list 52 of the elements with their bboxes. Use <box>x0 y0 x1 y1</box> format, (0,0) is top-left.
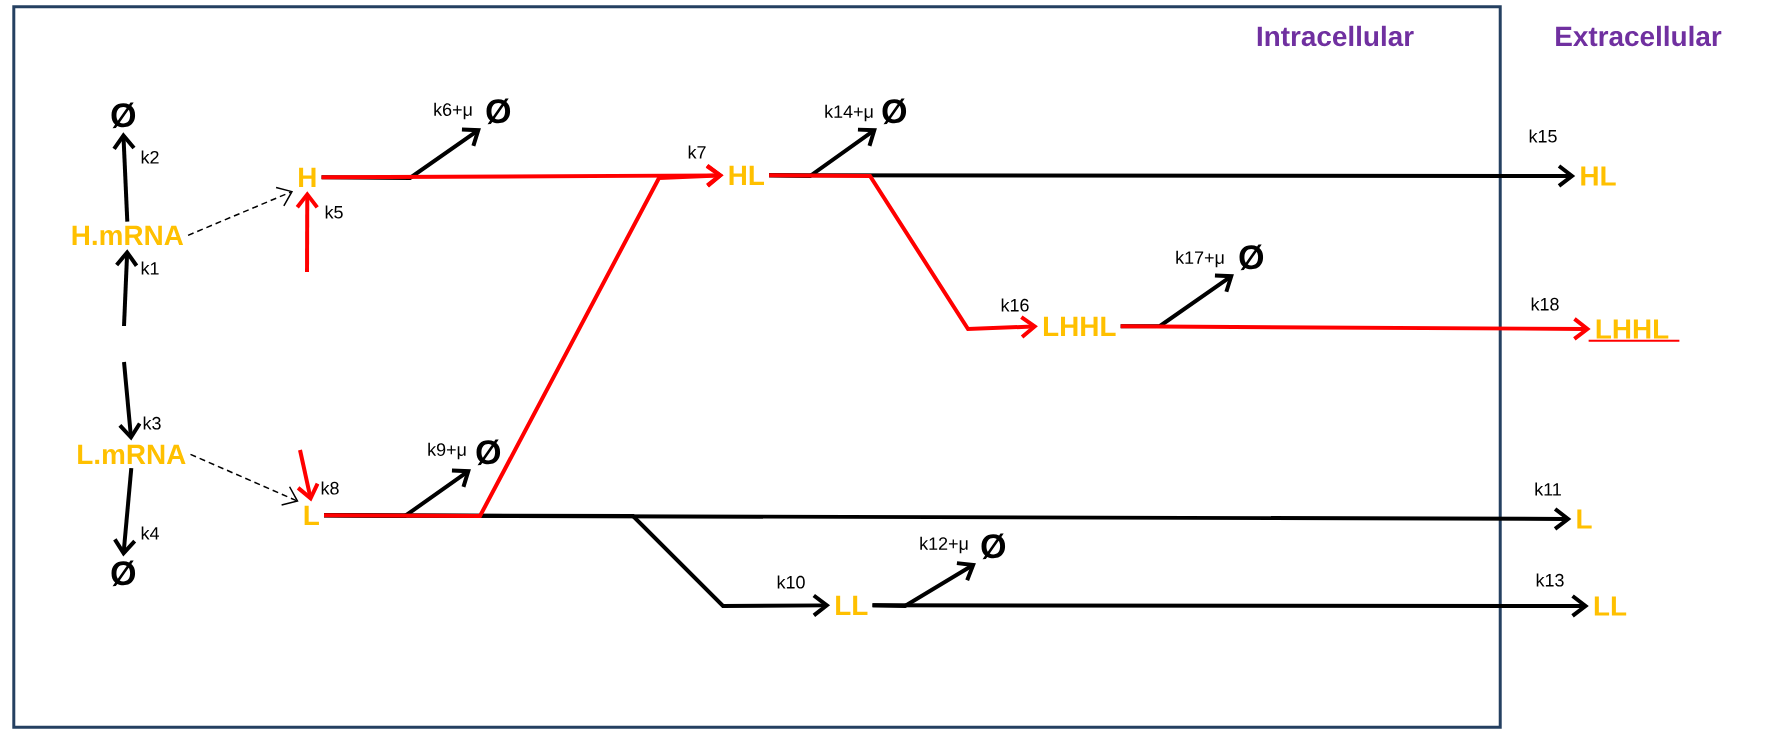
edge-label: k3 <box>141 415 163 431</box>
arrow <box>113 467 137 557</box>
arrow <box>118 361 142 441</box>
edge-label: k14+μ <box>823 103 875 123</box>
edge-label: k4 <box>139 525 161 541</box>
edge-label: k6+μ <box>432 101 474 121</box>
region-label: Extracellular <box>1556 25 1722 47</box>
arrow <box>187 186 294 237</box>
edge-label: k13 <box>1534 572 1566 588</box>
edge-label: k8 <box>319 480 341 496</box>
edge-label: k10 <box>775 574 807 590</box>
edge-label: k1 <box>139 260 161 276</box>
edge-label: k17+μ <box>1174 249 1226 269</box>
species-label: L <box>304 505 319 525</box>
heading: Intracellular <box>1257 25 1414 47</box>
edge-label: k7 <box>686 144 708 160</box>
sink-symbol: Ø <box>111 102 136 129</box>
sink-symbol: Ø <box>1239 244 1264 271</box>
species-label: H.mRNA <box>72 225 184 245</box>
sink-symbol: Ø <box>981 533 1006 560</box>
sink-symbol: Ø <box>111 560 136 587</box>
arrow <box>112 132 136 222</box>
arrow <box>1120 317 1591 341</box>
species-label: H <box>299 167 316 187</box>
species-label: LHHL <box>1596 319 1669 339</box>
arrow <box>872 594 1589 618</box>
species-label: L <box>1577 509 1592 529</box>
arrow <box>189 453 299 506</box>
edge-label: k15 <box>1527 128 1559 144</box>
edge-label: k9+μ <box>426 441 468 461</box>
edge-label: k2 <box>139 149 161 165</box>
sink-symbol: Ø <box>486 98 511 125</box>
arrow <box>295 191 319 272</box>
sink-symbol: Ø <box>476 439 501 466</box>
species-label: LL <box>836 595 868 615</box>
arrow <box>324 164 724 518</box>
arrow <box>872 561 976 608</box>
species-label: HL <box>1581 166 1616 186</box>
arrow <box>115 249 139 327</box>
arrow <box>296 449 320 502</box>
edge-label: k16 <box>999 297 1031 313</box>
species-label: HL <box>729 165 764 185</box>
sink-symbol: Ø <box>882 98 907 125</box>
arrow <box>769 173 1038 339</box>
edge-label: k5 <box>323 204 345 220</box>
species-label: LHHL <box>1043 316 1116 336</box>
species-label: L.mRNA <box>78 444 186 464</box>
edge-label: k12+μ <box>918 535 970 555</box>
species-label: LL <box>1594 596 1627 616</box>
edge-label: k18 <box>1529 296 1561 312</box>
cell-box <box>12 5 1502 729</box>
edge-label: k11 <box>1533 481 1563 497</box>
